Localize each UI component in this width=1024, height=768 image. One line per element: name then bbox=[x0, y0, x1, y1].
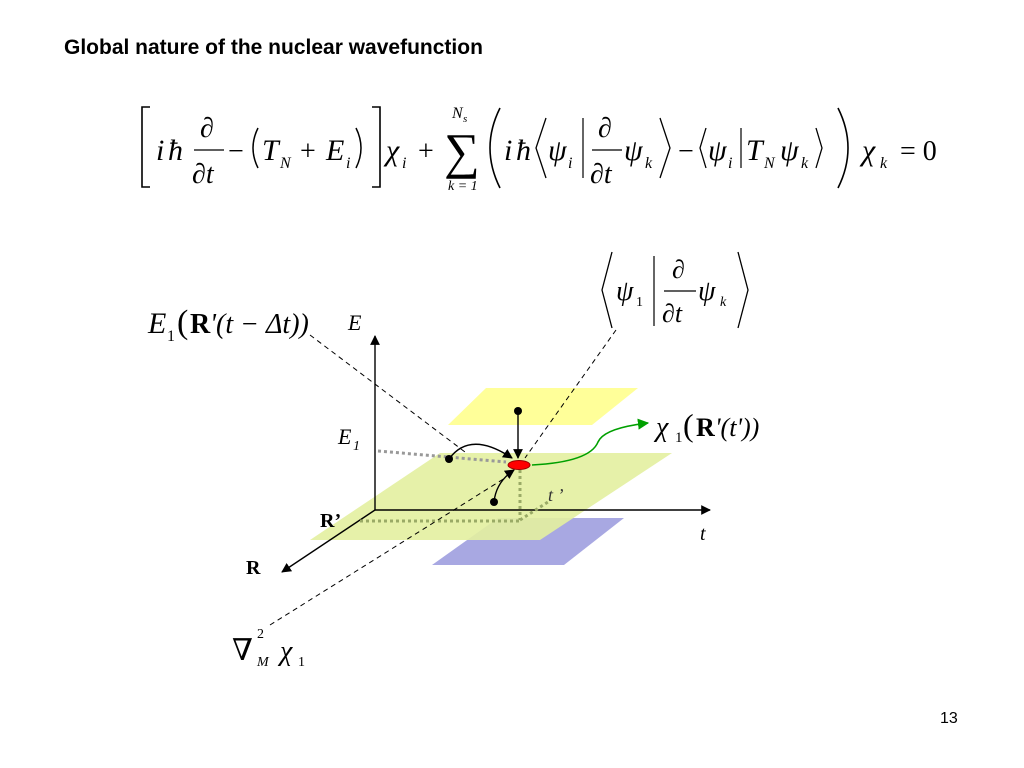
eq-psi-i-2: ψ bbox=[708, 134, 728, 167]
eq-sigma: ∑ bbox=[444, 123, 480, 179]
coupling-psi1-sub: 1 bbox=[636, 295, 643, 310]
axis-label-E: E bbox=[347, 310, 362, 335]
eq-E: E bbox=[325, 134, 344, 167]
label-t-prime: t ’ bbox=[548, 485, 564, 505]
coupling-psik: ψ bbox=[698, 276, 716, 307]
eq-sum-lower: k = 1 bbox=[448, 179, 478, 194]
nabla-chi-sub: 1 bbox=[298, 655, 305, 670]
eq-chi-sub-i: i bbox=[402, 155, 406, 172]
eq-big-paren-close bbox=[837, 107, 849, 189]
label-E1-time-E: E bbox=[147, 307, 166, 340]
nabla-sup: 2 bbox=[257, 627, 264, 642]
eq-chi-sub-k: k bbox=[880, 155, 888, 172]
page-number: 13 bbox=[940, 710, 958, 727]
chi1-R: R bbox=[696, 413, 715, 442]
eq-i: i bbox=[156, 134, 164, 167]
dashed-leader-nabla bbox=[269, 477, 506, 626]
label-E1-axis: E bbox=[337, 424, 352, 449]
green-plane bbox=[310, 453, 672, 540]
right-square-bracket bbox=[372, 106, 381, 188]
coupling-partial: ∂ bbox=[672, 255, 685, 284]
eq-i-2: i bbox=[504, 134, 512, 167]
arrow-left-curve bbox=[448, 443, 513, 460]
eq-psi-sub-i-2: i bbox=[728, 155, 732, 172]
diagram: E 1 ( R '(t − Δt)) E t R R’ E 1 t ’ ψ 1 … bbox=[147, 251, 759, 670]
left-square-bracket bbox=[141, 106, 150, 188]
eq-paren-close bbox=[355, 127, 362, 169]
eq-minus-2: − bbox=[678, 136, 694, 167]
eq-T: T bbox=[262, 134, 281, 167]
label-E1-axis-sub: 1 bbox=[353, 439, 360, 454]
eq-plus-2: + bbox=[418, 136, 434, 167]
red-point bbox=[507, 460, 531, 470]
label-E1-time-R: R bbox=[190, 309, 211, 340]
coupling-psi1: ψ bbox=[616, 276, 634, 307]
eq-partial-top: ∂ bbox=[200, 113, 214, 144]
eq-psi-sub-k-2: k bbox=[801, 155, 809, 172]
eq-paren-open bbox=[252, 127, 259, 169]
dashed-leader-E1 bbox=[309, 334, 466, 453]
eq-T-sub-N: N bbox=[279, 155, 292, 172]
eq-psi-i: ψ bbox=[548, 134, 568, 167]
nabla-sub: M bbox=[256, 655, 270, 670]
dashed-leader-coupling bbox=[524, 329, 617, 459]
eq-chi-k: χ bbox=[859, 134, 876, 167]
eq-hbar: ħ bbox=[168, 134, 183, 167]
arrow-bottom-curve bbox=[493, 469, 515, 503]
chi1-sub: 1 bbox=[675, 430, 683, 446]
eq-chi-i: χ bbox=[383, 134, 400, 167]
label-E1-time-rest: '(t − Δt)) bbox=[210, 309, 309, 340]
equation: i ħ ∂ ∂t − T N + E i χ i + N s ∑ k = 1 bbox=[141, 105, 937, 194]
eq-T-sub-N-2: N bbox=[763, 155, 776, 172]
eq-partial-bottom-2: ∂t bbox=[590, 159, 613, 190]
green-arrow bbox=[531, 418, 650, 466]
coupling-psik-sub: k bbox=[720, 295, 727, 310]
eq-angle-open-1 bbox=[535, 117, 547, 179]
axis-label-R: R bbox=[246, 557, 261, 579]
label-R-prime: R’ bbox=[320, 510, 341, 532]
chi1-rest: '(t')) bbox=[715, 413, 759, 442]
eq-psi-k-2: ψ bbox=[780, 134, 800, 167]
blue-plane bbox=[432, 518, 624, 565]
eq-E-sub-i: i bbox=[346, 155, 350, 172]
yellow-plane bbox=[448, 388, 638, 425]
eq-T-2: T bbox=[746, 134, 765, 167]
chi1-paren: ( bbox=[683, 407, 694, 443]
chi1-chi: χ bbox=[653, 412, 669, 443]
axis-R bbox=[281, 509, 376, 573]
eq-partial-top-2: ∂ bbox=[598, 113, 612, 144]
coupling-partial-t: ∂t bbox=[662, 299, 683, 328]
label-E1-time-paren: ( bbox=[177, 304, 188, 341]
eq-psi-sub-k: k bbox=[645, 155, 653, 172]
eq-equals-zero: = 0 bbox=[900, 136, 937, 167]
eq-hbar-2: ħ bbox=[516, 134, 531, 167]
eq-big-paren-open bbox=[489, 107, 501, 189]
coupling-angle-close bbox=[737, 251, 749, 329]
eq-partial-bottom: ∂t bbox=[192, 159, 215, 190]
eq-sum-upper-s: s bbox=[463, 113, 467, 125]
axis-label-t: t bbox=[700, 523, 706, 545]
coupling-angle-open bbox=[601, 251, 613, 329]
eq-angle-open-2 bbox=[699, 127, 707, 169]
eq-angle-close-1 bbox=[659, 117, 671, 179]
eq-psi-sub-i: i bbox=[568, 155, 572, 172]
eq-sum-upper-N: N bbox=[451, 105, 464, 122]
label-E1-time-sub: 1 bbox=[167, 328, 175, 345]
eq-psi-k: ψ bbox=[624, 134, 644, 167]
eq-angle-close-2 bbox=[815, 127, 823, 169]
nabla-symbol: ∇ bbox=[232, 634, 253, 667]
eq-minus-1: − bbox=[228, 136, 244, 167]
slide-title: Global nature of the nuclear wavefunctio… bbox=[64, 36, 483, 59]
eq-plus-1: + bbox=[300, 136, 316, 167]
nabla-chi: χ bbox=[277, 636, 293, 667]
